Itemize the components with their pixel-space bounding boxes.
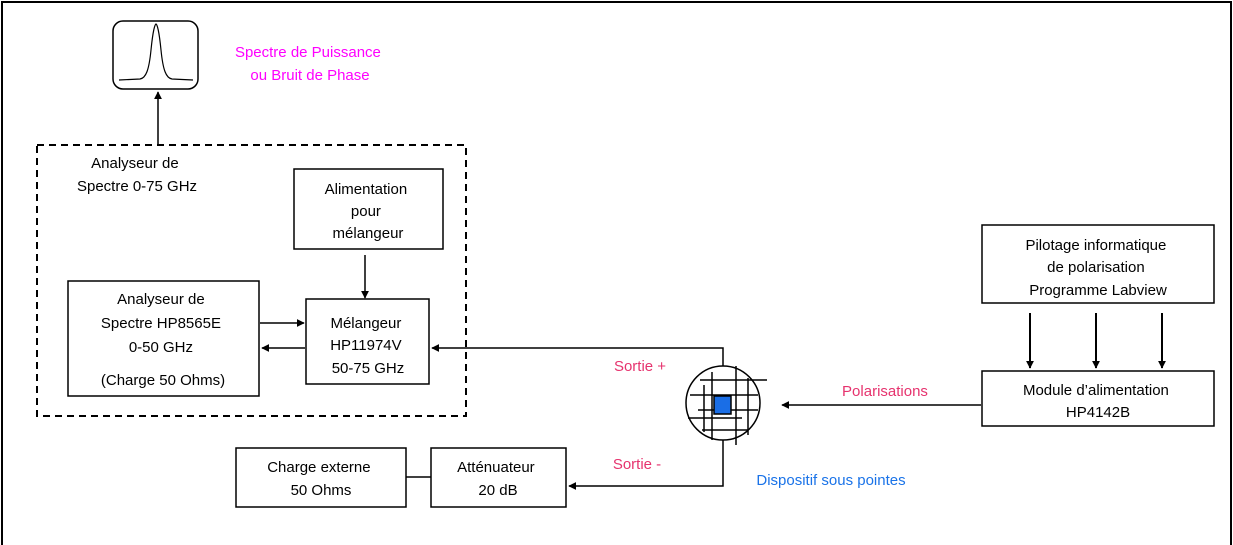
analyzer-group-dashed-box (36, 144, 467, 417)
power-module-box (981, 370, 1215, 427)
mixer-box (305, 298, 430, 385)
analyzer-hp8565e-label: Analyseur de Spectre HP8565E 0-50 GHz (C… (101, 291, 225, 389)
analyzer-hp8565e-box (67, 280, 260, 397)
pilotage-label: Pilotage informatique de polarisation Pr… (1025, 237, 1170, 299)
spectrum-label: Spectre de Puissance ou Bruit de Phase (235, 44, 385, 84)
sortie-plus-label: Sortie + (614, 358, 666, 375)
device-under-probes (685, 365, 767, 445)
arrow-sortie-minus (568, 440, 724, 490)
external-load-box (235, 447, 407, 508)
sortie-minus-label: Sortie - (613, 456, 661, 473)
arrow-sortie-plus (431, 344, 724, 372)
spectrum-display-icon (112, 20, 199, 90)
analyzer-group-label: Analyseur de Spectre 0-75 GHz (77, 155, 197, 195)
attenuator-box (430, 447, 567, 508)
mixer-power-label: Alimentation pour mélangeur (325, 181, 412, 242)
power-module-label: Module d’alimentation HP4142B (1023, 382, 1173, 421)
mixer-label: Mélangeur HP11974V 50-75 GHz (330, 315, 406, 377)
chip-square (713, 395, 732, 415)
mixer-power-box (293, 168, 444, 250)
polarisations-label: Polarisations (842, 383, 928, 400)
external-load-label: Charge externe 50 Ohms (267, 459, 375, 499)
pilotage-box (981, 224, 1215, 304)
device-label: Dispositif sous pointes (756, 472, 905, 489)
attenuator-label: Atténuateur 20 dB (457, 459, 539, 499)
